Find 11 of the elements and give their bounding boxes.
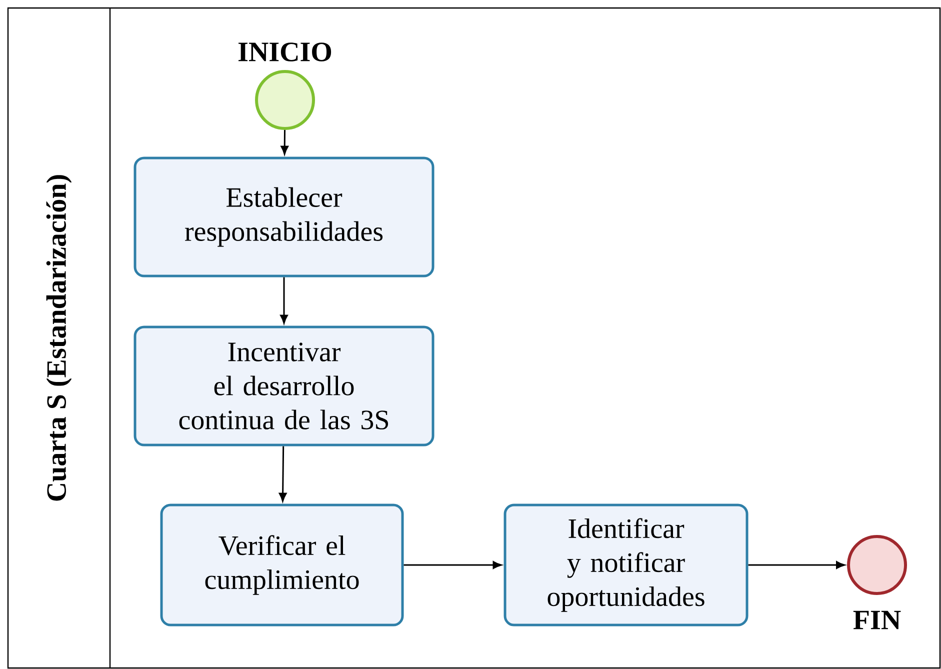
arrow: [280, 130, 288, 155]
task-box: Identificar y notificar oportunidades: [504, 504, 748, 626]
task-box: Establecer responsabilidades: [134, 156, 434, 278]
node-label: INICIO: [238, 42, 332, 62]
arrow: [280, 277, 288, 324]
arrow: [278, 446, 287, 502]
node-label: FIN: [853, 610, 901, 630]
arrow: [748, 561, 845, 569]
task-box: Incentivar el desarrollo continua de las 3S: [134, 326, 434, 446]
arrow: [404, 561, 502, 569]
task-box: Verificar el cumplimiento: [160, 504, 404, 626]
